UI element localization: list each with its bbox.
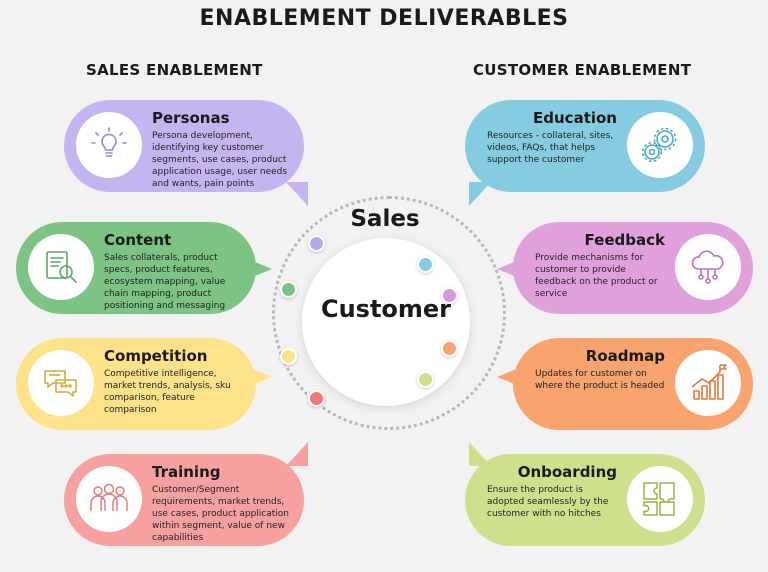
- education-icon-circle: [627, 112, 693, 178]
- training-title: Training: [152, 463, 221, 481]
- ring-dot-yellow: [280, 348, 297, 365]
- card-tail: [286, 182, 308, 206]
- card-tail: [497, 368, 519, 386]
- training-icon-circle: [76, 466, 142, 532]
- puzzle-icon: [643, 482, 675, 516]
- competition-title: Competition: [104, 347, 208, 365]
- ring-dot-blue: [417, 256, 434, 273]
- competition-description: Competitive intelligence, market trends,…: [104, 369, 231, 415]
- center-dotted-ring: [272, 196, 506, 430]
- customer-circle: [302, 238, 470, 406]
- customer-heading: CUSTOMER ENABLEMENT: [473, 61, 692, 79]
- center-sales-label: Sales: [350, 206, 420, 232]
- chat-bubbles-icon: [44, 370, 77, 397]
- ring-dot-red: [308, 390, 325, 407]
- team-icon: [90, 483, 128, 511]
- content-icon-circle: [28, 234, 94, 300]
- personas-icon-circle: [76, 112, 142, 178]
- ring-dot-orange: [441, 340, 458, 357]
- onboarding-icon-circle: [627, 466, 693, 532]
- ring-dot-pink: [441, 287, 458, 304]
- personas-title: Personas: [152, 109, 230, 127]
- card-feedback: Feedback Provide mechanisms for customer…: [497, 222, 753, 314]
- cloud-network-icon: [691, 250, 724, 284]
- card-tail: [469, 182, 491, 206]
- roadmap-title: Roadmap: [585, 347, 665, 365]
- card-onboarding: Onboarding Ensure the product is adopted…: [465, 442, 705, 546]
- card-content: Content Sales collaterals, product specs…: [16, 222, 272, 314]
- onboarding-description: Ensure the product is adopted seamlessly…: [487, 485, 609, 519]
- feedback-description: Provide mechanisms for customer to provi…: [535, 253, 658, 299]
- education-title: Education: [533, 109, 617, 127]
- feedback-title: Feedback: [584, 231, 665, 249]
- ring-dot-lime: [417, 371, 434, 388]
- document-search-icon: [46, 251, 77, 283]
- center-customer-label: Customer: [320, 295, 452, 323]
- feedback-icon-circle: [675, 234, 741, 300]
- card-competition: Competition Competitive intelligence, ma…: [16, 338, 272, 430]
- roadmap-icon-circle: [675, 350, 741, 416]
- card-tail: [250, 368, 272, 386]
- content-title: Content: [104, 231, 172, 249]
- card-tail: [497, 260, 519, 278]
- page-title: ENABLEMENT DELIVERABLES: [199, 6, 569, 31]
- card-tail: [469, 442, 491, 466]
- ring-dot-green: [280, 281, 297, 298]
- card-training: Training Customer/Segment requirements, …: [64, 442, 308, 546]
- card-tail: [286, 442, 308, 466]
- card-education: Education Resources - collateral, sites,…: [465, 100, 705, 206]
- competition-icon-circle: [28, 350, 94, 416]
- onboarding-title: Onboarding: [517, 463, 617, 481]
- growth-chart-icon: [691, 364, 727, 400]
- card-tail: [250, 260, 272, 278]
- roadmap-description: Updates for customer on where the produc…: [535, 369, 665, 391]
- personas-description: Persona development, identifying key cus…: [152, 131, 288, 189]
- ring-dot-purple: [308, 235, 325, 252]
- education-description: Resources - collateral, sites, videos, F…: [487, 131, 614, 165]
- gears-icon: [641, 127, 677, 163]
- lightbulb-icon: [91, 127, 127, 157]
- sales-heading: SALES ENABLEMENT: [86, 61, 263, 79]
- content-description: Sales collaterals, product specs, produc…: [104, 253, 226, 311]
- training-description: Customer/Segment requirements, market tr…: [152, 485, 290, 543]
- card-personas: Personas Persona development, identifyin…: [64, 100, 308, 206]
- card-roadmap: Roadmap Updates for customer on where th…: [497, 338, 753, 430]
